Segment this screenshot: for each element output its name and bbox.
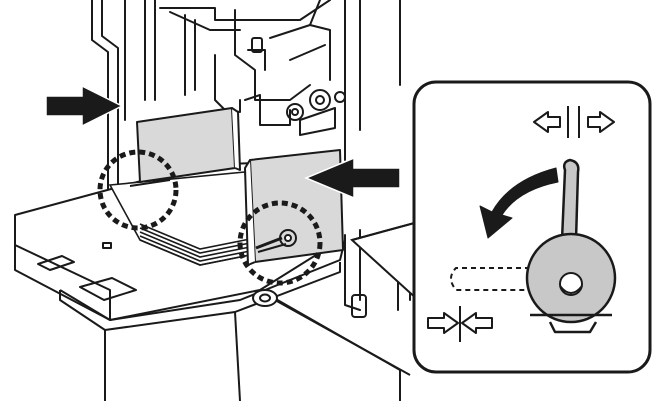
lever-detail-inset [412,80,652,374]
lever-highlight [237,200,323,286]
left-paper-guide [129,107,241,187]
squeeze-icon [427,306,493,342]
upright-lever [525,158,617,334]
rotate-arrow-icon [479,167,559,239]
paper-stack [108,171,251,266]
callout-wedge [349,220,419,303]
insert-arrow-left-icon [45,84,124,128]
guide-highlight-left [97,149,179,231]
printer-body [91,0,411,318]
insert-arrow-right-icon [304,156,401,200]
spread-icon [533,106,615,138]
lever-lowered-outline [450,267,530,291]
